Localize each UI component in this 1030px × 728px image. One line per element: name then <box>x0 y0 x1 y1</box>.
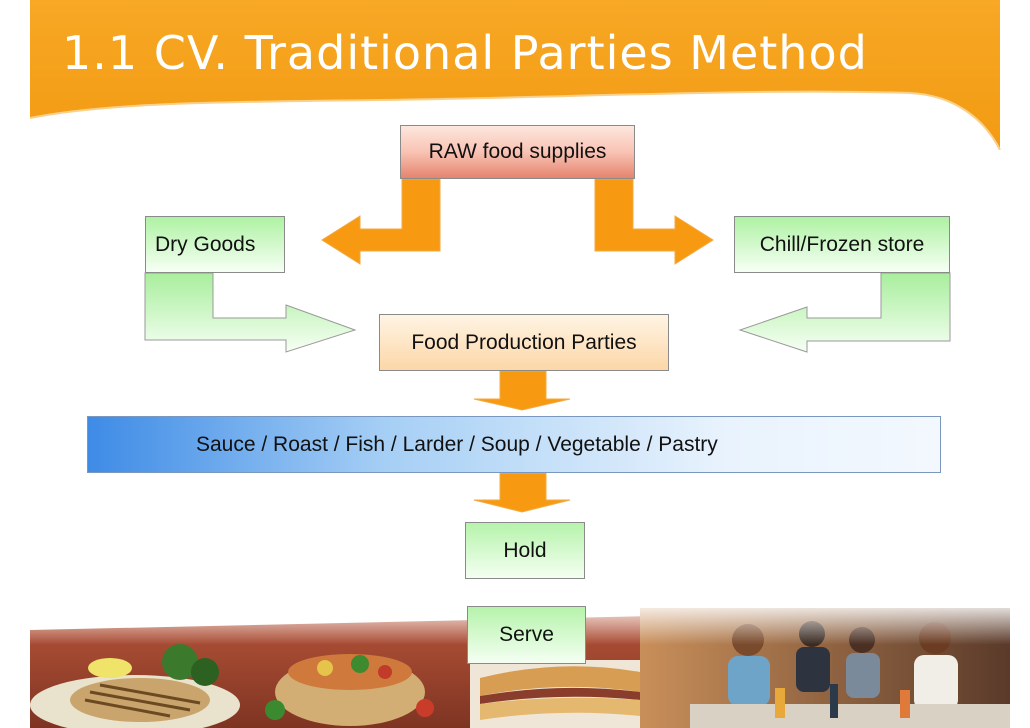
arrow-production-to-parties <box>473 370 571 411</box>
node-serve-label: Serve <box>499 623 554 646</box>
slide-title: 1.1 CV. Traditional Parties Method <box>62 26 868 80</box>
node-parties-label: Sauce / Roast / Fish / Larder / Soup / V… <box>196 432 718 456</box>
node-food-production-parties: Food Production Parties <box>379 314 669 371</box>
food-photo-strip <box>0 600 1030 728</box>
node-hold-label: Hold <box>503 538 547 562</box>
node-serve: Serve <box>467 606 586 664</box>
node-production-label: Food Production Parties <box>411 330 637 354</box>
node-chill-label: Chill/Frozen store <box>759 232 925 256</box>
title-banner <box>29 0 1001 150</box>
node-raw-food-supplies: RAW food supplies <box>400 125 635 179</box>
node-hold: Hold <box>465 522 585 579</box>
node-raw-label: RAW food supplies <box>428 140 607 163</box>
arrow-raw-to-dry <box>321 178 441 265</box>
node-dry-label: Dry Goods <box>155 232 256 256</box>
node-parties-list: Sauce / Roast / Fish / Larder / Soup / V… <box>87 416 941 473</box>
arrow-parties-to-hold <box>473 472 571 513</box>
arrow-raw-to-chill <box>594 178 714 265</box>
node-dry-goods: Dry Goods <box>145 216 285 273</box>
arrow-dry-to-production <box>144 272 357 353</box>
node-chill-frozen-store: Chill/Frozen store <box>734 216 950 273</box>
arrow-chill-to-production <box>738 272 951 353</box>
